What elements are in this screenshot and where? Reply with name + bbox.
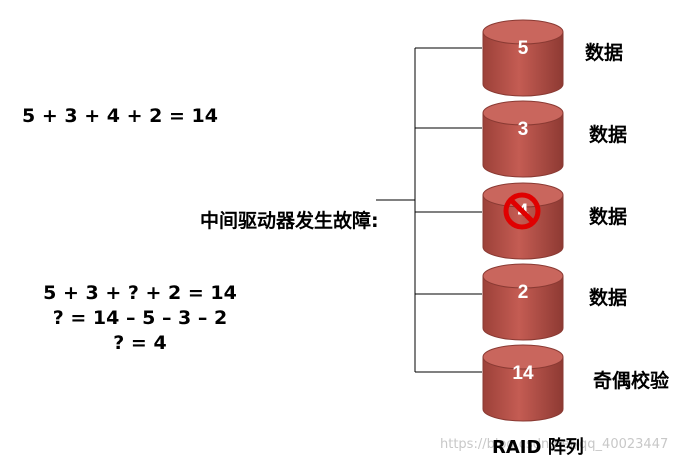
disk-body — [482, 275, 564, 341]
failure-label: 中间驱动器发生故障: — [200, 210, 379, 232]
equation-top: 5 + 3 + 4 + 2 = 14 — [22, 105, 218, 127]
array-caption: RAID 阵列 — [492, 437, 584, 458]
disk-body — [482, 112, 564, 178]
disk-value: 14 — [512, 363, 534, 384]
failed-disk: 4 — [482, 182, 564, 260]
disk-body — [482, 31, 564, 97]
disk-top — [482, 100, 564, 126]
disk-label: 数据 — [589, 287, 628, 309]
data-disk: 3 — [482, 100, 564, 178]
disk-value: 3 — [518, 119, 529, 140]
disk-body — [482, 356, 564, 422]
data-disk: 5 — [482, 19, 564, 97]
parity-disk: 14 — [482, 344, 564, 422]
disk-top — [482, 344, 564, 370]
disk-top — [482, 19, 564, 45]
disk-label: 数据 — [585, 42, 624, 64]
connector-lines — [376, 47, 482, 373]
disk-stack: 5 3 4 2 14 — [482, 19, 564, 422]
disk-top — [482, 263, 564, 289]
failure-prohibited-icon — [503, 192, 541, 230]
data-disk: 2 — [482, 263, 564, 341]
disk-value: 5 — [518, 38, 529, 59]
watermark: https://blog.csdn.net/qq_40023447 — [440, 437, 669, 452]
recovery-line: 5 + 3 + ? + 2 = 14 — [43, 282, 237, 304]
recovery-equations: 5 + 3 + ? + 2 = 14 ? = 14 – 5 – 3 – 2 ? … — [20, 281, 260, 356]
disk-value: 2 — [518, 282, 529, 303]
disk-label: 数据 — [589, 124, 628, 146]
recovery-line: ? = 4 — [113, 332, 167, 354]
parity-label: 奇偶校验 — [593, 370, 670, 392]
recovery-line: ? = 14 – 5 – 3 – 2 — [52, 307, 228, 329]
disk-label: 数据 — [589, 206, 628, 228]
